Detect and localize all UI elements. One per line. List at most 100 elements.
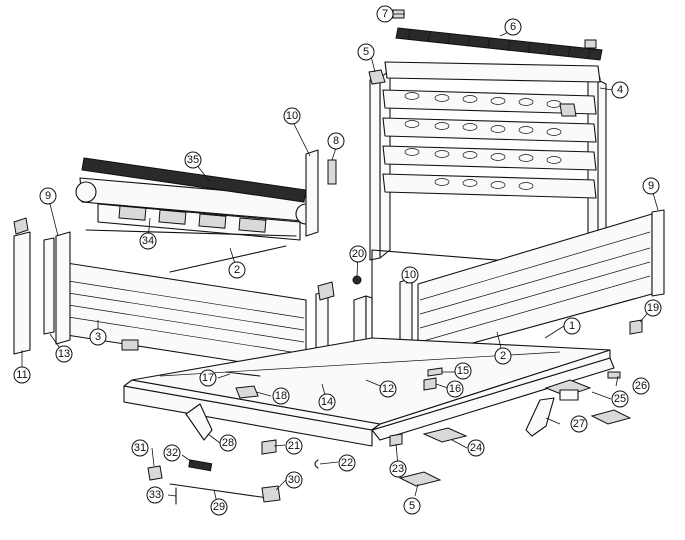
callout-2-right: 2 xyxy=(494,347,512,365)
headboard-frame xyxy=(368,61,607,277)
bracket-16 xyxy=(423,377,437,391)
strip-17 xyxy=(225,371,261,377)
callout-19: 19 xyxy=(644,299,662,317)
svg-text:26: 26 xyxy=(635,380,647,392)
spring-32 xyxy=(188,459,213,472)
callout-2-left: 2 xyxy=(228,261,246,279)
svg-text:2: 2 xyxy=(500,350,506,362)
svg-text:12: 12 xyxy=(382,383,394,395)
end-post-13 xyxy=(43,237,55,335)
footboard-frame xyxy=(75,149,319,241)
svg-text:2: 2 xyxy=(234,264,240,276)
svg-text:35: 35 xyxy=(187,154,199,166)
callout-16: 16 xyxy=(446,380,464,398)
svg-text:23: 23 xyxy=(392,463,404,475)
svg-text:1: 1 xyxy=(569,320,575,332)
bracket-26 xyxy=(607,371,621,379)
callout-9-right: 9 xyxy=(642,177,660,195)
svg-text:9: 9 xyxy=(45,190,51,202)
svg-text:32: 32 xyxy=(166,447,178,459)
callout-11: 11 xyxy=(13,366,31,384)
svg-text:5: 5 xyxy=(409,500,415,512)
callout-15: 15 xyxy=(454,362,472,380)
callout-13: 13 xyxy=(55,345,73,363)
lever-28 xyxy=(185,403,213,441)
callout-7: 7 xyxy=(376,5,394,23)
svg-text:19: 19 xyxy=(647,302,659,314)
callout-24: 24 xyxy=(467,439,485,457)
knob-20 xyxy=(352,275,362,285)
svg-text:22: 22 xyxy=(341,457,353,469)
callout-27: 27 xyxy=(570,415,588,433)
bracket-23 xyxy=(389,433,403,447)
svg-text:18: 18 xyxy=(275,390,287,402)
callout-1: 1 xyxy=(563,317,581,335)
svg-text:10: 10 xyxy=(286,110,298,122)
callout-17: 17 xyxy=(199,369,217,387)
svg-text:7: 7 xyxy=(382,8,388,20)
svg-text:31: 31 xyxy=(134,442,146,454)
bracket-19 xyxy=(629,319,643,335)
lever-27 xyxy=(525,397,555,437)
callout-10-right: 10 xyxy=(401,266,419,284)
mount-plates xyxy=(398,379,632,487)
side-panel-right xyxy=(417,209,665,359)
svg-text:28: 28 xyxy=(222,437,234,449)
svg-text:4: 4 xyxy=(617,84,623,96)
svg-text:17: 17 xyxy=(202,372,214,384)
svg-text:33: 33 xyxy=(149,489,161,501)
callout-18: 18 xyxy=(272,387,290,405)
svg-text:10: 10 xyxy=(404,269,416,281)
callout-8: 8 xyxy=(327,132,345,150)
callout-28: 28 xyxy=(219,434,237,452)
svg-text:20: 20 xyxy=(352,248,364,260)
callout-4: 4 xyxy=(611,81,629,99)
callout-31: 31 xyxy=(131,439,149,457)
svg-text:13: 13 xyxy=(58,348,70,360)
svg-text:15: 15 xyxy=(457,365,469,377)
end-post-9 xyxy=(55,231,71,345)
callout-3: 3 xyxy=(89,328,107,346)
callout-10-left: 10 xyxy=(283,107,301,125)
svg-text:14: 14 xyxy=(321,396,333,408)
callout-21: 21 xyxy=(285,437,303,455)
bracket-8 xyxy=(327,159,337,185)
end-cap xyxy=(584,39,597,49)
svg-text:11: 11 xyxy=(16,369,27,381)
rod-29 xyxy=(169,483,269,499)
loose-post-11 xyxy=(13,231,31,355)
clip-31 xyxy=(147,465,163,481)
callout-34: 34 xyxy=(139,232,157,250)
svg-text:27: 27 xyxy=(573,418,585,430)
callout-5-bottom: 5 xyxy=(403,497,421,515)
callout-20: 20 xyxy=(349,245,367,263)
clip-21 xyxy=(261,439,277,455)
callout-29: 29 xyxy=(210,498,228,516)
roller-bar-6 xyxy=(395,27,603,61)
callout-30: 30 xyxy=(285,471,303,489)
bracket-18 xyxy=(235,385,259,399)
bracket-15 xyxy=(427,367,443,377)
svg-text:30: 30 xyxy=(288,474,300,486)
plate-30 xyxy=(261,485,281,503)
svg-text:3: 3 xyxy=(95,331,101,343)
svg-text:6: 6 xyxy=(510,21,516,33)
callout-25: 25 xyxy=(611,390,629,408)
svg-text:5: 5 xyxy=(363,46,369,58)
svg-text:16: 16 xyxy=(449,383,461,395)
svg-text:24: 24 xyxy=(470,442,482,454)
pin-22 xyxy=(314,459,319,469)
callout-6: 6 xyxy=(504,18,522,36)
svg-text:8: 8 xyxy=(333,135,339,147)
callout-14: 14 xyxy=(318,393,336,411)
callout-5-top: 5 xyxy=(357,43,375,61)
svg-text:21: 21 xyxy=(288,440,300,452)
inner-bed-lines xyxy=(85,229,521,337)
callout-33: 33 xyxy=(146,486,164,504)
callout-23: 23 xyxy=(389,460,407,478)
callout-9-left: 9 xyxy=(39,187,57,205)
svg-text:34: 34 xyxy=(142,235,154,247)
callout-26: 26 xyxy=(632,377,650,395)
callout-32: 32 xyxy=(163,444,181,462)
